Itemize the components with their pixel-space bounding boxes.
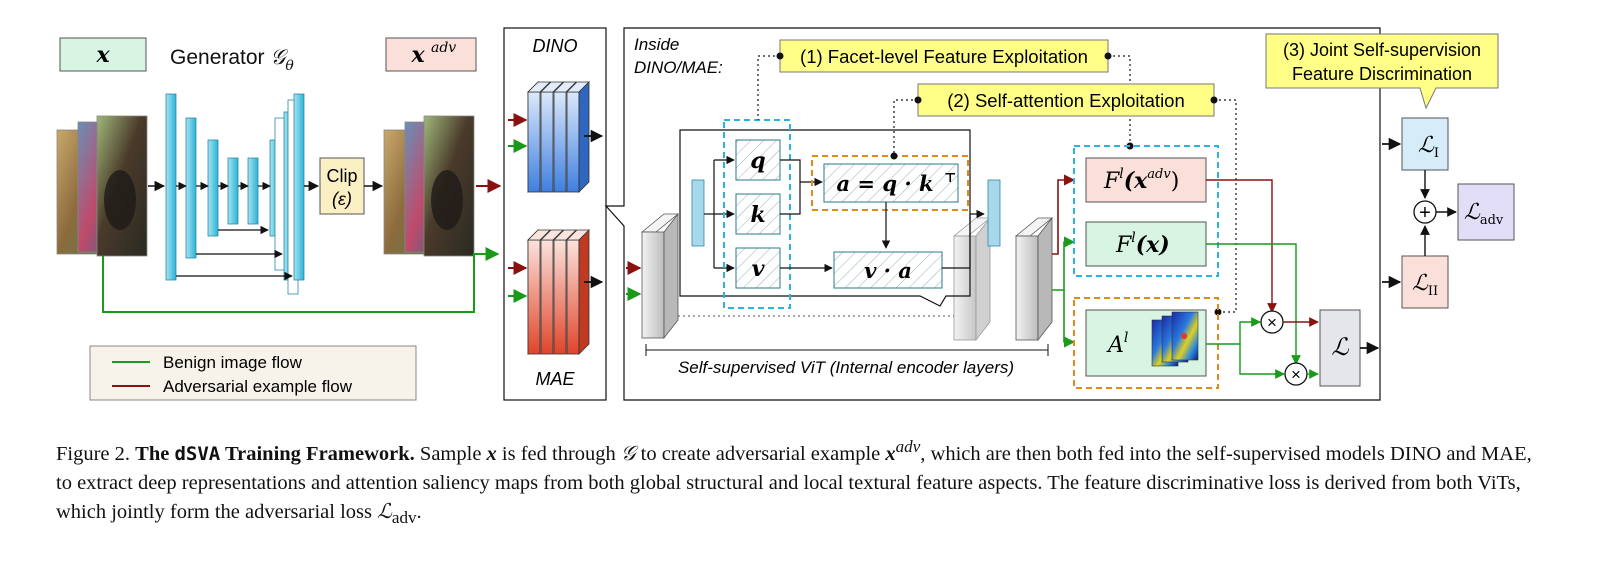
svg-text:v: v xyxy=(752,256,765,282)
va-box: v · a xyxy=(833,251,943,289)
dino-mae-panel: DINO MAE xyxy=(503,27,607,401)
svg-text:Clip: Clip xyxy=(326,166,357,186)
x-input-label: x xyxy=(59,37,147,72)
mae-model-icon xyxy=(527,229,590,355)
attention-callout xyxy=(679,129,971,307)
inside-panel: Inside DINO/MAE: xyxy=(604,27,1499,401)
attention-map-output: Al xyxy=(1085,309,1207,377)
svg-text:a = q · k: a = q · k xyxy=(837,171,934,196)
inside-title-2: DINO/MAE: xyxy=(634,58,723,77)
multiply-node-2: × xyxy=(1284,362,1308,386)
svg-text:q: q xyxy=(750,148,765,174)
svg-text:×: × xyxy=(1291,365,1301,384)
inside-title-1: Inside xyxy=(634,35,679,54)
svg-text:(ε): (ε) xyxy=(332,189,352,209)
attention-dashed-box xyxy=(811,155,969,211)
xadv-label: x adv xyxy=(385,37,477,72)
svg-text:×: × xyxy=(1267,313,1277,332)
legend-adv-text: Adversarial example flow xyxy=(163,377,353,396)
svg-text:Feature Discrimination: Feature Discrimination xyxy=(1292,64,1472,84)
svg-text:ℒII: ℒII xyxy=(1412,271,1438,299)
svg-text:k: k xyxy=(750,202,765,228)
token-input-bar xyxy=(691,179,705,247)
multiply-node-1: × xyxy=(1260,310,1284,334)
svg-text:(1) Facet-level Feature Exploi: (1) Facet-level Feature Exploitation xyxy=(800,46,1088,67)
f-adv-box: Fl(xadv) xyxy=(1085,157,1207,203)
adversarial-image-stack xyxy=(383,115,475,257)
svg-text:Fl(xadv): Fl(xadv) xyxy=(1103,166,1179,194)
f-x-box: Fl(x) xyxy=(1085,221,1207,267)
k-box: k xyxy=(735,193,781,235)
token-output-bar xyxy=(987,179,1001,247)
legend-benign-text: Benign image flow xyxy=(163,353,303,372)
svg-text:Al: Al xyxy=(1106,330,1128,358)
clip-box: Clip (ε) xyxy=(319,157,365,215)
loss-I-box: ℒI xyxy=(1401,117,1449,171)
dsva-framework-diagram: x Generator 𝒢θ x adv xyxy=(56,27,1515,401)
vit-layer-input xyxy=(640,212,680,340)
svg-text:ℒ: ℒ xyxy=(1331,333,1349,361)
svg-text:(3) Joint Self-supervision: (3) Joint Self-supervision xyxy=(1283,40,1481,60)
vit-bracket-label: Self-supervised ViT (Internal encoder la… xyxy=(678,358,1014,377)
svg-text:adv: adv xyxy=(431,40,456,56)
dino-model-icon xyxy=(527,81,590,193)
input-image-stack xyxy=(56,115,148,257)
loss-box: ℒ xyxy=(1319,309,1361,387)
svg-text:ℒadv: ℒadv xyxy=(1464,200,1504,228)
svg-text:⊤: ⊤ xyxy=(944,171,956,186)
mae-label: MAE xyxy=(535,369,575,389)
loss-aggregation: ℒI ℒII + ℒadv xyxy=(1382,117,1515,309)
attention-map-box: a = q · k ⊤ xyxy=(823,163,959,203)
figure-caption: Figure 2. The dSVA Training Framework. S… xyxy=(56,437,1532,527)
legend: Benign image flow Adversarial example fl… xyxy=(89,345,417,401)
svg-text:ℒI: ℒI xyxy=(1418,133,1439,161)
svg-text:x: x xyxy=(410,42,425,68)
attention-map-dashed-box xyxy=(1073,297,1219,389)
loss-II-box: ℒII xyxy=(1401,255,1449,309)
svg-text:v · a: v · a xyxy=(864,258,912,283)
x-label-text: x xyxy=(95,42,110,68)
dino-label: DINO xyxy=(533,36,578,56)
loss-adv-box: ℒadv xyxy=(1457,183,1515,241)
generator-network xyxy=(165,93,320,295)
facet-note xyxy=(779,39,1109,73)
svg-text:+: + xyxy=(1419,202,1431,224)
features-dashed-box xyxy=(1073,145,1219,277)
joint-note: (3) Joint Self-supervision Feature Discr… xyxy=(1265,33,1499,110)
v-box: v xyxy=(735,247,781,289)
generator-title: Generator 𝒢θ xyxy=(170,45,294,74)
sum-node: + xyxy=(1413,200,1437,224)
svg-text:Fl(x): Fl(x) xyxy=(1115,230,1170,258)
q-box: q xyxy=(735,139,781,181)
vit-layer-output xyxy=(1014,216,1054,342)
svg-text:(2) Self-attention Exploitatio: (2) Self-attention Exploitation xyxy=(947,90,1185,111)
vit-layer-middle xyxy=(952,216,992,342)
